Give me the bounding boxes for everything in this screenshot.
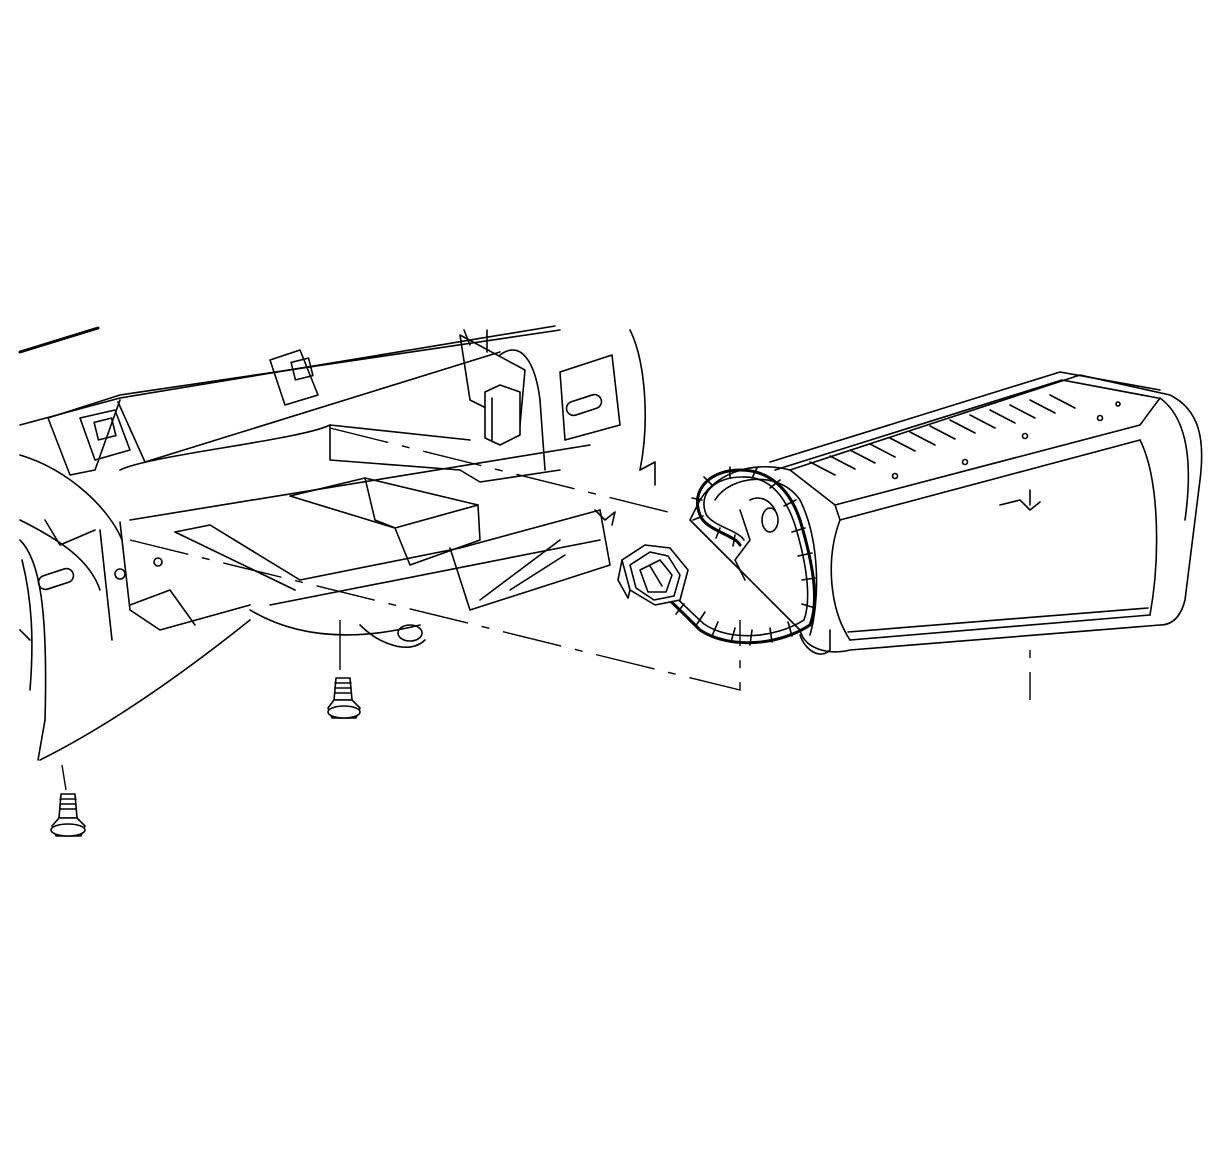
module-bolt-center <box>327 677 361 719</box>
module-bolt-left <box>50 793 86 837</box>
module-vent-ribs <box>809 394 1076 476</box>
inflatable-restraint-module <box>689 371 1203 655</box>
harness-connector <box>617 544 689 606</box>
instrument-panel <box>18 325 656 761</box>
